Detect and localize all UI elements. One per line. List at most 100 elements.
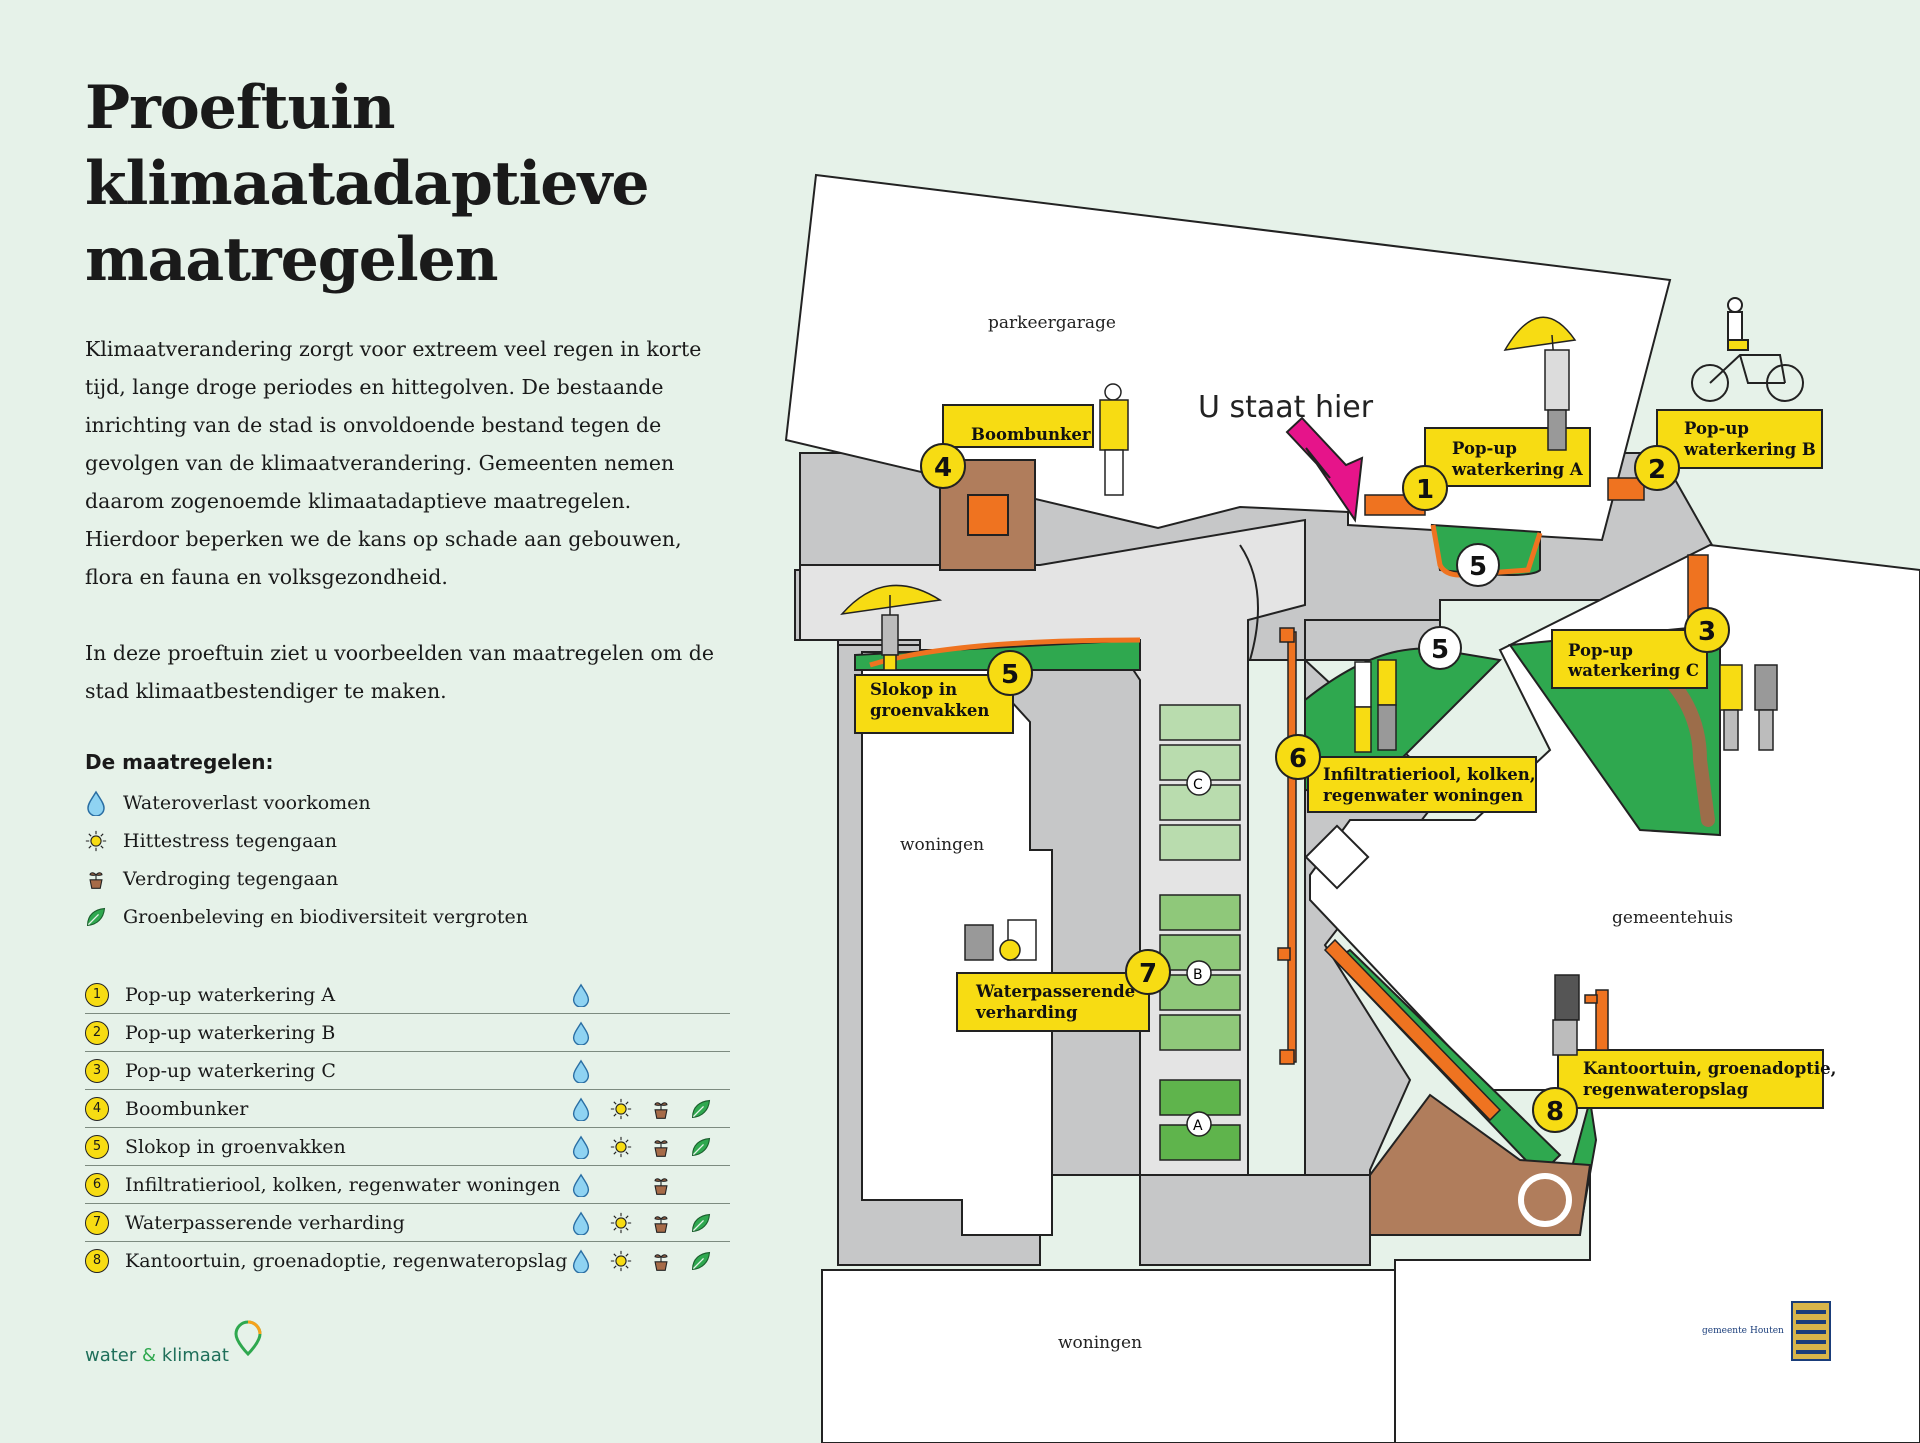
section-marker-b: B bbox=[1186, 960, 1212, 986]
measure-icon-slot bbox=[570, 1248, 610, 1274]
water-drop-icon bbox=[572, 1249, 590, 1273]
marker-5-planter-top[interactable]: 5 bbox=[1456, 543, 1500, 587]
measure-label: Pop-up waterkering B bbox=[125, 1021, 336, 1044]
municipality-name: Houten bbox=[1750, 1326, 1784, 1336]
category-label: Hittestress tegengaan bbox=[123, 830, 337, 852]
svg-text:7: 7 bbox=[1139, 959, 1157, 989]
svg-text:waterkering C: waterkering C bbox=[1567, 661, 1699, 680]
measure-number: 1 bbox=[85, 982, 109, 1007]
svg-text:Waterpasserende: Waterpasserende bbox=[975, 982, 1135, 1001]
office-garden bbox=[1369, 1093, 1592, 1236]
people-gardening-icon bbox=[964, 919, 1037, 961]
sun-icon bbox=[610, 1098, 632, 1119]
location-pin-icon bbox=[234, 1320, 262, 1356]
callout-3[interactable]: Pop-up waterkering C 3 bbox=[1551, 607, 1730, 689]
measure-icons bbox=[570, 1020, 730, 1046]
measure-icon-slot bbox=[690, 1020, 730, 1046]
infiltration-sewer bbox=[1287, 631, 1297, 1063]
measure-row: 7 Waterpasserende verharding bbox=[85, 1204, 730, 1242]
measure-icon-slot bbox=[650, 1248, 690, 1274]
svg-text:A: A bbox=[1193, 1118, 1203, 1134]
measure-icon-slot bbox=[650, 1210, 690, 1236]
callout-4[interactable]: Boombunker 4 bbox=[920, 404, 1094, 489]
water-pump-icon bbox=[1552, 974, 1609, 1056]
callout-6[interactable]: Infiltratieriool, kolken, regenwater won… bbox=[1275, 734, 1537, 813]
label-parkeergarage: parkeergarage bbox=[988, 313, 1116, 333]
measure-icon-slot bbox=[610, 1210, 650, 1236]
water-klimaat-logo: water & klimaat bbox=[85, 1320, 263, 1366]
people-walking-icon bbox=[1354, 659, 1397, 753]
measure-icon-slot bbox=[570, 1172, 610, 1198]
svg-text:waterkering B: waterkering B bbox=[1683, 440, 1816, 459]
coat-of-arms-icon bbox=[1790, 1301, 1831, 1361]
measure-icon-slot bbox=[690, 1096, 730, 1122]
municipality-logo: gemeente Houten bbox=[1702, 1300, 1832, 1362]
plant-pot-icon bbox=[654, 1253, 668, 1271]
logo-word-klimaat: klimaat bbox=[161, 1345, 229, 1366]
leaf-icon bbox=[691, 1099, 711, 1118]
measure-icons bbox=[570, 1248, 730, 1274]
measure-icon-slot bbox=[650, 1020, 690, 1046]
water-drop-icon bbox=[572, 1059, 590, 1083]
leaf-icon bbox=[691, 1137, 711, 1156]
plant-pot-icon bbox=[654, 1177, 668, 1195]
svg-text:waterkering A: waterkering A bbox=[1451, 460, 1583, 479]
info-panel: Proeftuin klimaatadaptieve maatregelen K… bbox=[85, 70, 730, 1279]
svg-text:8: 8 bbox=[1546, 1097, 1564, 1127]
plant-pot-icon bbox=[654, 1101, 668, 1119]
measure-icon-slot bbox=[610, 1096, 650, 1122]
measure-number: 4 bbox=[85, 1096, 109, 1121]
logo-word-water: water bbox=[85, 1345, 137, 1366]
measure-icon-slot bbox=[650, 1172, 690, 1198]
measure-icon-slot bbox=[610, 1248, 650, 1274]
category-item: Verdroging tegengaan bbox=[85, 860, 725, 898]
callout-7[interactable]: Waterpasserende verharding 7 bbox=[956, 949, 1171, 1032]
category-item: Wateroverlast voorkomen bbox=[85, 784, 725, 822]
leaf-icon bbox=[86, 907, 106, 927]
category-label: Verdroging tegengaan bbox=[123, 868, 339, 890]
callout-2[interactable]: Pop-up waterkering B 2 bbox=[1634, 409, 1823, 491]
category-item: Hittestress tegengaan bbox=[85, 822, 725, 860]
section-marker-a: A bbox=[1186, 1111, 1212, 1137]
measure-icon-slot bbox=[570, 1058, 610, 1084]
person-umbrella-icon bbox=[840, 584, 943, 671]
callout-5[interactable]: Slokop in groenvakken 5 bbox=[854, 650, 1033, 734]
measure-label: Waterpasserende verharding bbox=[125, 1211, 405, 1234]
marker-5-planter-right[interactable]: 5 bbox=[1418, 626, 1462, 670]
svg-text:Pop-up: Pop-up bbox=[1568, 641, 1633, 660]
measure-icons bbox=[570, 982, 730, 1008]
intro-paragraph: In deze proeftuin ziet u voorbeelden van… bbox=[85, 641, 714, 703]
svg-text:1: 1 bbox=[1416, 475, 1434, 505]
person-umbrella-icon bbox=[1503, 316, 1577, 451]
measure-icon-slot bbox=[690, 1248, 730, 1274]
svg-text:B: B bbox=[1193, 967, 1203, 983]
sun-icon bbox=[610, 1136, 632, 1157]
callout-1[interactable]: Pop-up waterkering A 1 bbox=[1402, 427, 1591, 511]
measure-number: 5 bbox=[85, 1134, 109, 1159]
measure-icon-slot bbox=[570, 1020, 610, 1046]
measure-icon-slot bbox=[690, 982, 730, 1008]
svg-text:3: 3 bbox=[1698, 617, 1716, 647]
sun-icon bbox=[610, 1250, 632, 1271]
measure-icons bbox=[570, 1096, 730, 1122]
svg-text:regenwater woningen: regenwater woningen bbox=[1323, 786, 1523, 805]
callout-8[interactable]: Kantoortuin, groenadoptie, regenwaterops… bbox=[1532, 1049, 1836, 1133]
measure-icons bbox=[570, 1134, 730, 1160]
measure-icon-slot bbox=[610, 1058, 650, 1084]
person-icon bbox=[1099, 383, 1129, 496]
svg-text:Pop-up: Pop-up bbox=[1684, 419, 1749, 438]
svg-text:6: 6 bbox=[1289, 744, 1307, 774]
measure-number: 7 bbox=[85, 1210, 109, 1235]
svg-text:groenvakken: groenvakken bbox=[870, 701, 989, 720]
logo-ampersand: & bbox=[142, 1345, 157, 1366]
measure-icon-slot bbox=[690, 1134, 730, 1160]
page-title: Proeftuin klimaatadaptieve maatregelen bbox=[85, 70, 725, 298]
svg-text:Infiltratieriool, kolken,: Infiltratieriool, kolken, bbox=[1323, 765, 1535, 784]
measure-icon-slot bbox=[570, 1134, 610, 1160]
svg-text:5: 5 bbox=[1469, 552, 1487, 582]
measure-icon-slot bbox=[610, 1020, 650, 1046]
